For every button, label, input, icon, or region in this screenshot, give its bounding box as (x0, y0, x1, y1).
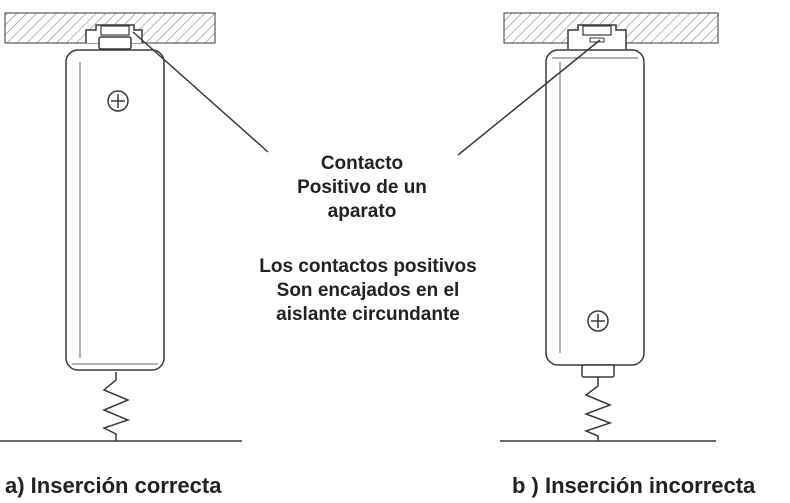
insulator-note-line-2: Son encajados en el (276, 280, 460, 301)
contact-plate-right (589, 37, 605, 43)
insulator-note-line-3: aislante circundante (276, 304, 460, 325)
caption-correct-insertion: a) Inserción correcta (5, 473, 222, 498)
battery-nub-left (98, 36, 132, 50)
contact-label-line-1: Contacto (320, 153, 404, 174)
contact-label: Contacto Positivo de un aparato (262, 152, 462, 224)
contact-insulator-right (582, 25, 612, 36)
contact-label-line-2: Positivo de un (297, 177, 427, 198)
spring-right (583, 377, 613, 441)
incorrect-insertion-panel (457, 12, 719, 442)
spring-left (102, 372, 131, 441)
caption-incorrect-insertion: b ) Inserción incorrecta (512, 473, 756, 498)
contact-pointer-right (457, 39, 601, 156)
insulator-note-line-1: Los contactos positivos (259, 256, 477, 277)
battery-left (65, 49, 165, 371)
battery-nub-right (581, 364, 615, 378)
contact-pointer-left (132, 31, 269, 153)
insulator-note: Los contactos positivos Son encajados en… (245, 255, 491, 327)
contact-insulator-left (100, 25, 130, 36)
correct-insertion-panel (0, 12, 269, 442)
contact-label-line-3: aparato (327, 201, 397, 222)
